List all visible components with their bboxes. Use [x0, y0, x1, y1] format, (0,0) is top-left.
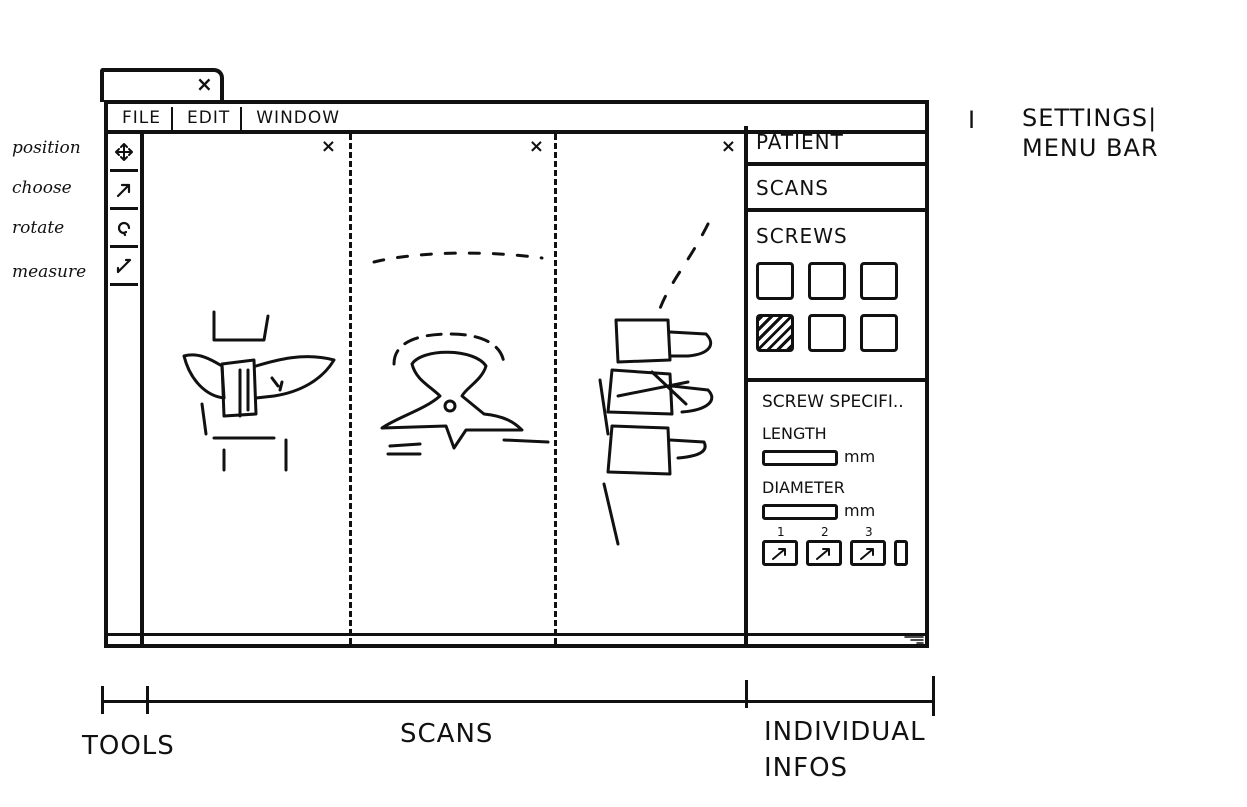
annotation-menu-bar: MENU BAR [1022, 134, 1159, 162]
preset-button-1[interactable]: 1 [762, 525, 798, 566]
individual-info-panel: PATIENT SCANS SCREWS SCREW SPECIFI.. LEN… [744, 126, 925, 644]
preset-button-2[interactable]: 2 [806, 525, 842, 566]
tool-label-position: position [12, 138, 81, 158]
preset-button-3[interactable]: 3 [850, 525, 886, 566]
screws-section: SCREWS [748, 212, 925, 382]
scan-divider[interactable] [349, 134, 352, 644]
choose-tool-button[interactable] [110, 172, 138, 210]
screw-slot-1[interactable] [756, 262, 794, 300]
screw-slot-2[interactable] [808, 262, 846, 300]
pointer-icon [116, 183, 131, 197]
screws-label: SCREWS [756, 224, 848, 248]
resize-grip-icon[interactable] [903, 634, 925, 644]
vertebra-axial-image-2 [372, 251, 550, 456]
screw-spec-section: SCREW SPECIFI.. LENGTH mm DIAMETER mm 1 … [748, 382, 925, 566]
screw-preset-icon [816, 548, 830, 560]
annotation-settings: SETTINGS| [1022, 104, 1158, 132]
length-input[interactable] [762, 450, 838, 466]
scan-divider[interactable] [554, 134, 557, 644]
patient-section[interactable]: PATIENT [748, 126, 925, 166]
screw-preset-icon [860, 548, 874, 560]
patient-label: PATIENT [756, 130, 844, 154]
vertebra-axial-image [182, 310, 336, 472]
rotate-icon [117, 221, 131, 236]
preset-number: 2 [821, 525, 829, 539]
measure-tool-button[interactable] [110, 248, 138, 286]
ruler-icon [116, 258, 132, 273]
spine-sagittal-image [598, 222, 714, 546]
preset-number: 3 [865, 525, 873, 539]
close-icon[interactable]: × [320, 136, 336, 157]
length-unit: mm [844, 447, 876, 466]
scans-label: SCANS [756, 176, 829, 200]
position-tool-button[interactable] [110, 134, 138, 172]
screw-slot-3[interactable] [860, 262, 898, 300]
tool-bar [110, 134, 144, 644]
window-close-icon[interactable]: × [196, 72, 213, 96]
screw-grid [756, 262, 917, 352]
screw-slot-6[interactable] [860, 314, 898, 352]
diameter-input[interactable] [762, 504, 838, 520]
preset-row: 1 2 3 [762, 525, 917, 566]
section-bracket-tick [932, 676, 935, 716]
status-bar [108, 633, 925, 644]
length-label: LENGTH [762, 424, 827, 443]
scan-view-sagittal[interactable]: × [558, 134, 744, 644]
close-icon[interactable]: × [528, 136, 544, 157]
diameter-unit: mm [844, 501, 876, 520]
tool-label-rotate: rotate [12, 218, 65, 238]
screw-preset-icon [772, 548, 786, 560]
move-icon [115, 142, 133, 161]
scan-view-axial-2[interactable]: × [354, 134, 552, 644]
window-title-tab[interactable]: × [100, 68, 224, 102]
section-bracket-tick [146, 686, 149, 714]
scans-section[interactable]: SCANS [748, 166, 925, 212]
section-label-individual: INDIVIDUAL [764, 717, 926, 747]
section-bracket-tick [101, 686, 104, 714]
menu-file[interactable]: FILE [108, 107, 174, 130]
preset-button-partial[interactable] [894, 540, 908, 566]
menu-bar: FILE EDIT WINDOW [108, 104, 925, 134]
section-bracket-tick [745, 680, 748, 708]
menu-window[interactable]: WINDOW [256, 108, 341, 128]
screw-slot-5[interactable] [808, 314, 846, 352]
preset-number: 1 [777, 525, 785, 539]
app-window: FILE EDIT WINDOW × [104, 100, 929, 648]
section-label-tools: TOOLS [82, 731, 175, 761]
tool-label-measure: measure [12, 262, 87, 282]
tool-label-choose: choose [12, 178, 72, 198]
scan-area: × × [144, 134, 744, 644]
menu-edit[interactable]: EDIT [173, 107, 243, 130]
section-label-infos: INFOS [764, 753, 849, 783]
close-icon[interactable]: × [720, 136, 736, 157]
section-label-scans: SCANS [400, 719, 494, 749]
rotate-tool-button[interactable] [110, 210, 138, 248]
section-bracket-line [102, 700, 934, 703]
screw-slot-4-selected[interactable] [756, 314, 794, 352]
diameter-label: DIAMETER [762, 478, 845, 497]
annotation-roman: I [968, 106, 977, 134]
scan-view-axial-1[interactable]: × [144, 134, 344, 644]
screw-spec-label: SCREW SPECIFI.. [762, 392, 904, 412]
